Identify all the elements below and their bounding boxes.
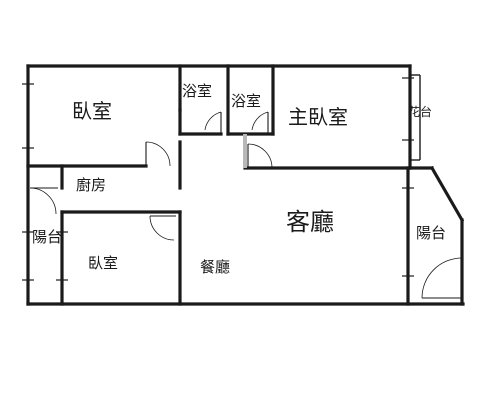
label-bath-2: 浴室 [231, 92, 261, 110]
interior-walls [26, 64, 412, 306]
label-kitchen: 廚房 [76, 176, 106, 194]
label-balcony-left: 陽台 [32, 228, 62, 246]
label-flower-bed: 花台 [408, 104, 432, 119]
room-labels: 臥室 浴室 浴室 主臥室 花台 廚房 陽台 臥室 餐廳 客廳 陽台 [32, 82, 446, 276]
label-bath-1: 浴室 [182, 82, 212, 100]
window-ticks [22, 77, 414, 281]
label-living: 客廳 [286, 208, 334, 236]
exterior-walls [26, 64, 465, 306]
label-balcony-right: 陽台 [416, 224, 446, 242]
label-bedroom-bottom: 臥室 [88, 254, 118, 272]
label-master-bedroom: 主臥室 [288, 105, 348, 129]
label-dining: 餐廳 [200, 258, 230, 276]
label-bedroom-top-left: 臥室 [72, 99, 112, 123]
doors [29, 111, 463, 299]
